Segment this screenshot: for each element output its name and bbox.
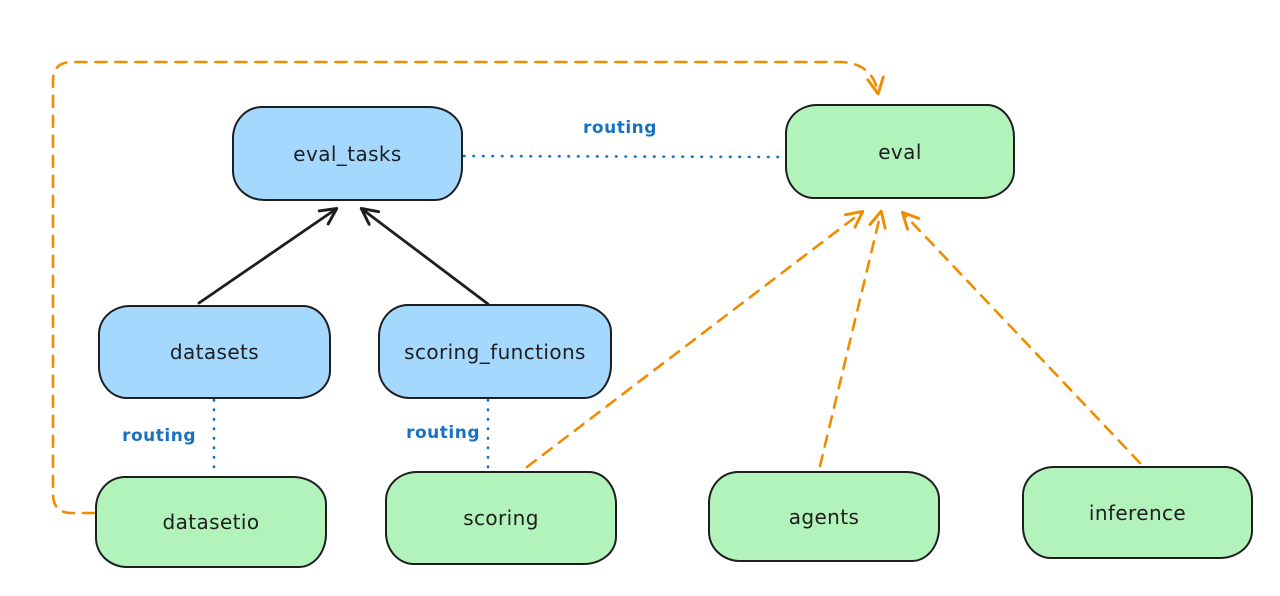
- node-inference: inference: [1022, 466, 1253, 559]
- edge-label-routing-datasets-datasetio: routing: [122, 426, 196, 446]
- node-eval: eval: [785, 104, 1015, 199]
- edge-label-routing-scoring_functions-scoring: routing: [406, 423, 480, 443]
- node-scoring: scoring: [385, 471, 617, 565]
- node-scoring-functions-label: scoring_functions: [404, 339, 586, 364]
- node-datasetio: datasetio: [95, 476, 327, 568]
- edge-scoring_functions-to-eval_tasks: [359, 206, 490, 306]
- node-datasetio-label: datasetio: [162, 510, 260, 534]
- edge-scoring-to-eval: [525, 210, 865, 469]
- node-agents-label: agents: [788, 504, 860, 529]
- edge-eval_tasks-to-eval-routing: [462, 154, 788, 159]
- node-datasets-label: datasets: [169, 340, 260, 364]
- node-scoring-label: scoring: [463, 506, 539, 530]
- edge-label-routing-eval_tasks-eval: routing: [583, 118, 657, 138]
- edge-datasets-to-eval_tasks: [197, 207, 339, 305]
- node-inference-label: inference: [1088, 500, 1187, 525]
- node-scoring-functions: scoring_functions: [378, 304, 612, 399]
- edge-agents-to-eval: [818, 209, 887, 468]
- node-eval-label: eval: [878, 139, 922, 164]
- node-eval-tasks: eval_tasks: [232, 106, 463, 201]
- edge-inference-to-eval: [900, 210, 1142, 465]
- node-eval-tasks-label: eval_tasks: [293, 141, 402, 166]
- edge-datasetio-to-eval: [51, 60, 885, 515]
- node-datasets: datasets: [98, 305, 331, 399]
- node-agents: agents: [708, 471, 940, 562]
